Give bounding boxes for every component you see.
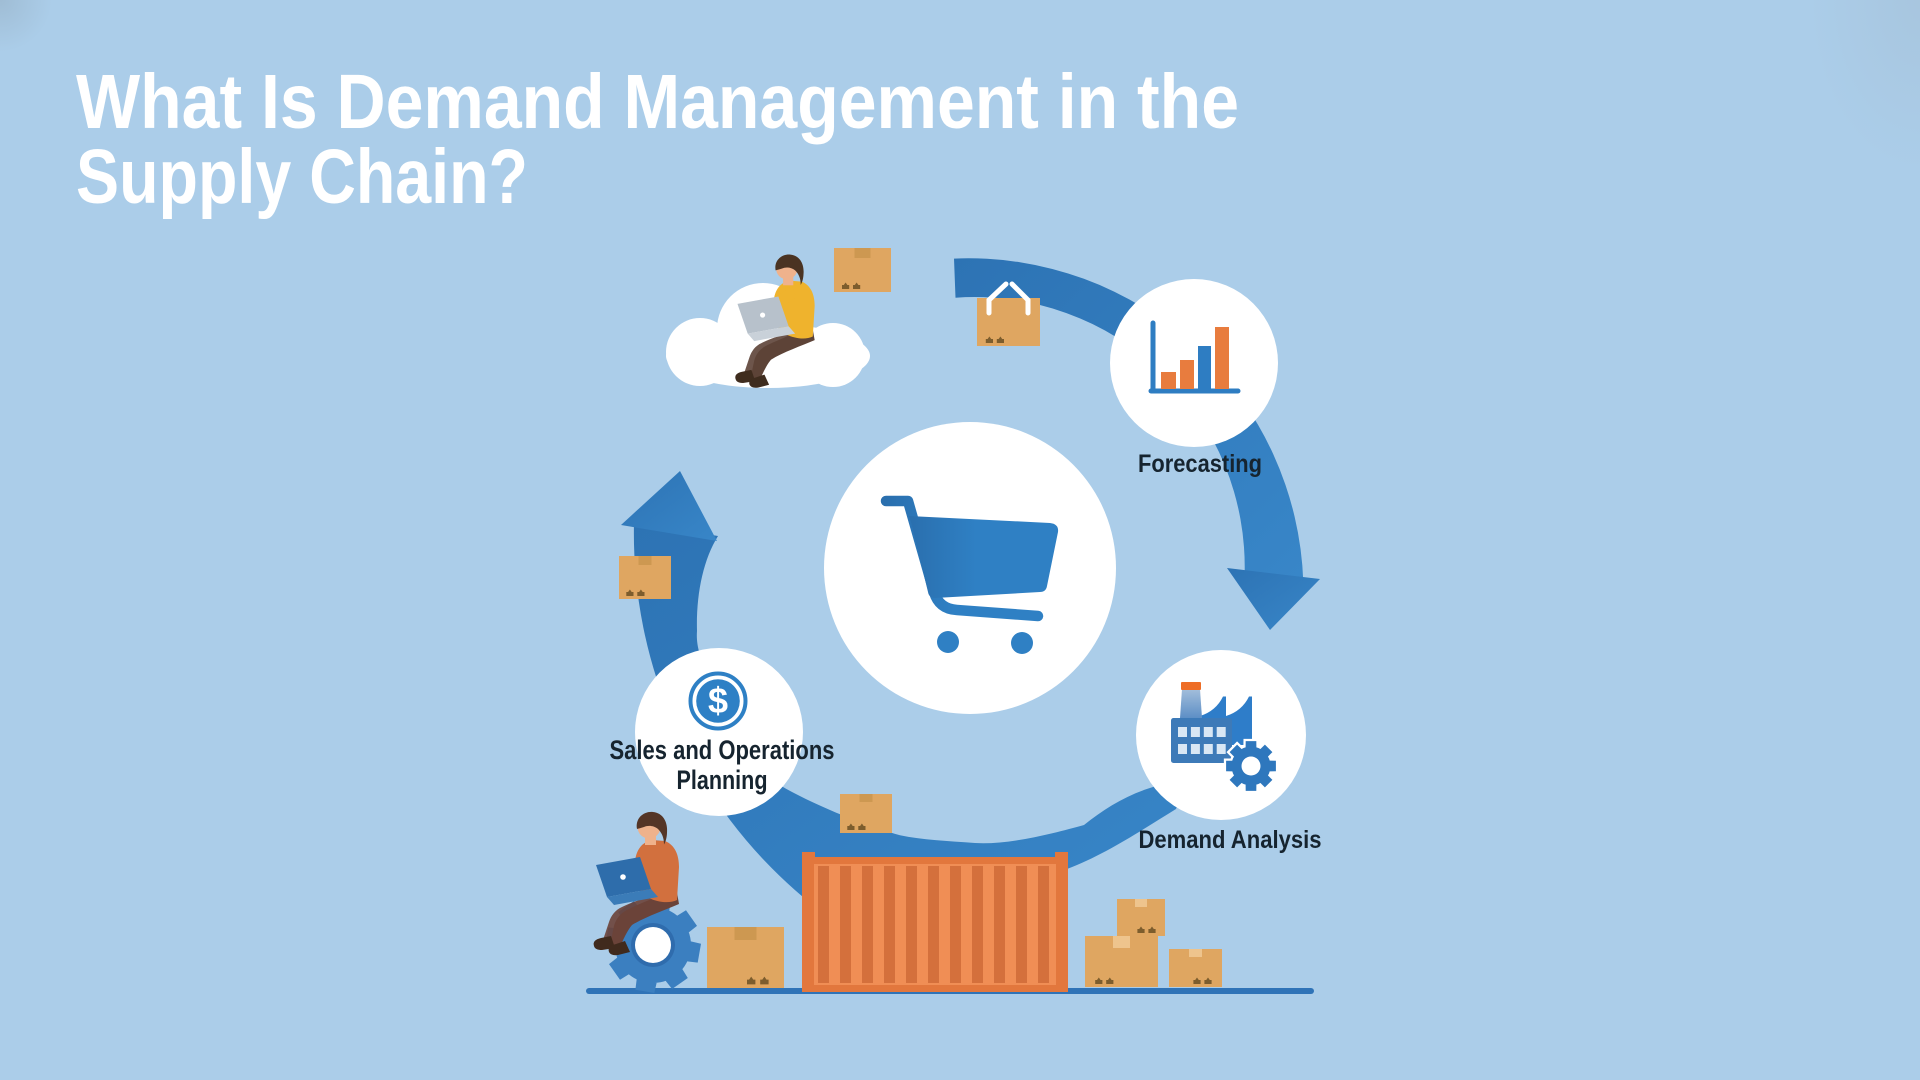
svg-text:$: $ [708, 680, 728, 721]
svg-text:Forecasting: Forecasting [1138, 450, 1262, 478]
svg-text:What Is Demand Management in t: What Is Demand Management in the [76, 59, 1239, 145]
svg-text:Planning: Planning [677, 765, 768, 795]
svg-text:Supply Chain?: Supply Chain? [76, 134, 528, 220]
svg-text:Sales and Operations: Sales and Operations [610, 735, 835, 765]
svg-text:Demand Analysis: Demand Analysis [1139, 826, 1322, 854]
